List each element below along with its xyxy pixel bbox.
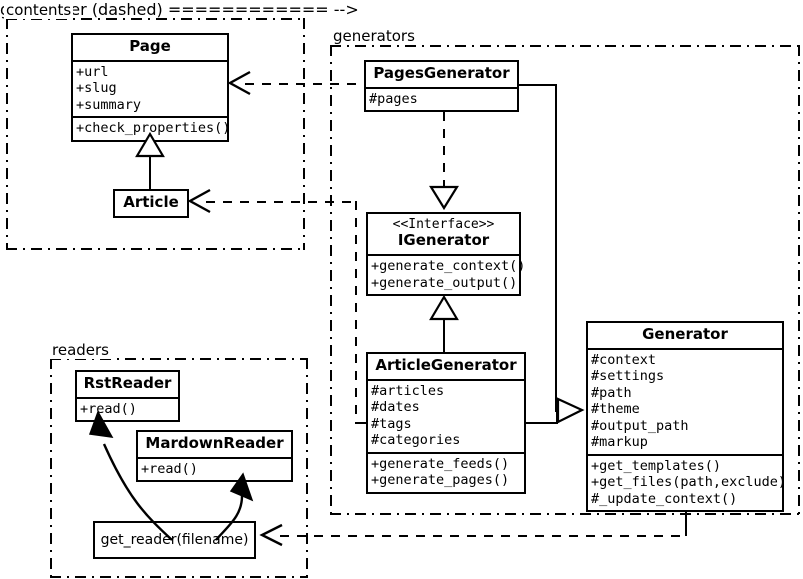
class-name-article: Article [123, 193, 179, 211]
class-box-article[interactable]: Article [113, 189, 189, 218]
link-pagesgenerator-realizes-igenerator [443, 112, 445, 188]
attribute: #output_path [591, 417, 689, 434]
arrow-hollow-triangle-igenerator-bottom [429, 294, 459, 321]
class-box-generator[interactable]: Generator #context #settings #path #them… [586, 321, 787, 512]
class-name-article-generator: ArticleGenerator [375, 356, 517, 374]
class-attributes-page: +url +slug +summary [73, 59, 227, 116]
link-pagesgenerator-inherits-generator-h1 [518, 84, 557, 86]
operation: +generate_output() [371, 274, 518, 291]
link-getreader-creates-rstreader [88, 410, 173, 541]
attribute: #path [591, 384, 632, 401]
operation: +generate_context() [371, 258, 526, 275]
operation: +generate_pages() [371, 472, 510, 489]
package-generators-border-bottom [330, 513, 800, 515]
class-box-rst-reader[interactable]: RstReader +read() [75, 370, 180, 423]
class-attributes-pages-generator: #pages [366, 86, 517, 110]
arrow-open-getreader [259, 523, 283, 547]
class-box-pages-generator[interactable]: PagesGenerator #pages [364, 60, 519, 113]
class-attributes-article-generator: #articles #dates #tags #categories [368, 378, 524, 452]
class-operations-page: +check_properties() [73, 116, 231, 139]
attribute: #context [591, 351, 657, 368]
attribute: #markup [591, 434, 648, 451]
package-generators-border-left [330, 45, 332, 515]
function-name-get-reader: get_reader(filename) [100, 532, 249, 548]
package-contents-border-top [6, 18, 305, 20]
class-operations-generator: +get_templates() +get_files(path,exclude… [588, 453, 787, 510]
link-articlegenerator-uses-article-h [206, 201, 356, 203]
link-articlegenerator-inherits-generator-h [526, 422, 558, 424]
package-readers-border-left [50, 358, 52, 578]
operation: +read() [141, 460, 198, 477]
class-box-article-generator[interactable]: ArticleGenerator #articles #dates #tags … [366, 352, 526, 494]
class-attributes-generator: #context #settings #path #theme #output_… [588, 347, 782, 454]
class-stereotype-igenerator: <<Interface>> [392, 217, 495, 232]
package-readers-border-bottom [50, 576, 308, 578]
attribute: +slug [76, 80, 117, 97]
attribute: #pages [369, 90, 418, 107]
package-readers-border-right [306, 358, 308, 578]
operation: +get_files(path,exclude) [591, 474, 787, 491]
class-box-mardown-reader[interactable]: MardownReader +read() [136, 430, 293, 483]
link-pagesgenerator-uses-page [245, 83, 365, 85]
link-articlegenerator-uses-article-v [355, 201, 357, 423]
class-name-mardown-reader: MardownReader [145, 434, 284, 452]
class-operations-article-generator: +generate_feeds() +generate_pages() [368, 451, 524, 492]
arrow-open-article [187, 188, 211, 214]
package-label-contents: contents [4, 1, 74, 19]
package-contents-border-left [6, 18, 8, 250]
class-name-rst-reader: RstReader [83, 374, 172, 392]
link-articlegenerator-inherits-igenerator [443, 318, 445, 356]
arrow-hollow-triangle-page [135, 131, 165, 158]
package-contents-border-bottom [6, 248, 305, 250]
link-articlegenerator-uses-article-stub [355, 422, 367, 424]
function-box-get-reader[interactable]: get_reader(filename) [93, 521, 256, 559]
package-label-readers: readers [50, 341, 111, 359]
class-name-pages-generator: PagesGenerator [373, 64, 510, 82]
package-generators-border-right [798, 45, 800, 515]
attribute: #settings [591, 368, 665, 385]
class-name-generator: Generator [642, 325, 728, 343]
class-operations-igenerator: +generate_context() +generate_output() [368, 254, 526, 294]
link-article-inherits-page [149, 155, 151, 189]
link-generator-uses-getreader-h [280, 535, 686, 537]
attribute: +url [76, 63, 109, 80]
operation: #_update_context() [591, 490, 738, 507]
attribute: #categories [371, 432, 461, 449]
operation: +generate_feeds() [371, 455, 510, 472]
attribute: #dates [371, 399, 420, 416]
link-pagesgenerator-inherits-generator-v [555, 84, 557, 412]
package-generators-border-top [330, 45, 800, 47]
class-box-page[interactable]: Page +url +slug +summary +check_properti… [71, 33, 231, 142]
class-operations-mardown-reader: +read() [138, 456, 291, 480]
class-name-page: Page [129, 37, 171, 55]
package-label-generators: generators [331, 27, 417, 45]
arrow-hollow-triangle-generator [556, 397, 585, 424]
package-readers-border-top [50, 358, 308, 360]
attribute: #tags [371, 415, 412, 432]
class-box-igenerator[interactable]: <<Interface>> IGenerator +generate_conte… [366, 212, 526, 296]
operation: +check_properties() [76, 120, 231, 137]
link-getreader-creates-mdreader [215, 472, 254, 541]
operation: +get_templates() [591, 457, 722, 474]
package-contents-border-right [303, 18, 305, 250]
attribute: +summary [76, 96, 142, 113]
operation: +read() [80, 400, 137, 417]
attribute: #theme [591, 401, 640, 418]
arrow-hollow-triangle-igenerator-top [429, 185, 459, 211]
attribute: #articles [371, 382, 445, 399]
link-generator-uses-getreader-v [685, 500, 687, 536]
class-name-igenerator: IGenerator [397, 231, 490, 250]
arrow-open-page [227, 70, 251, 96]
class-operations-rst-reader: +read() [77, 396, 178, 420]
